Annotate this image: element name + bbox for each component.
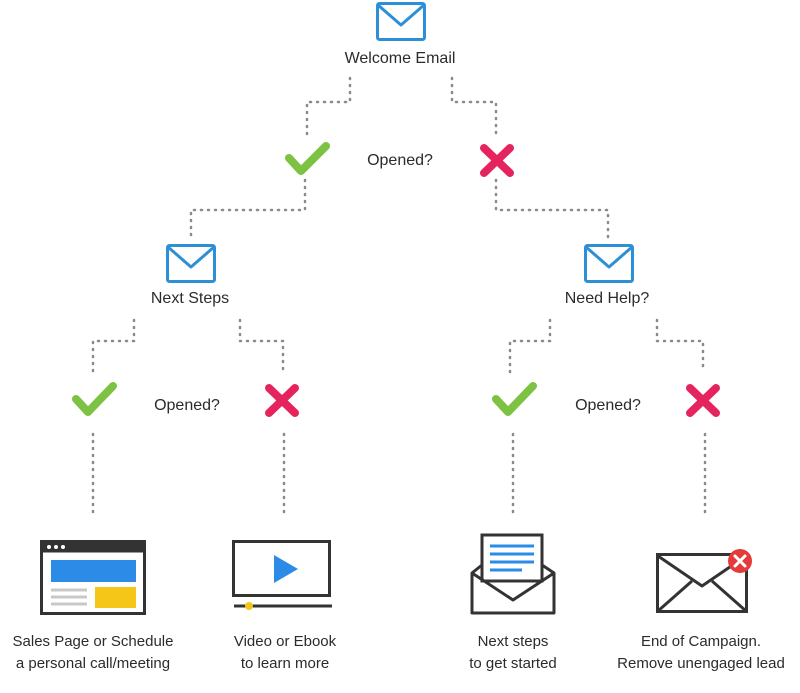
welcome-email-label: Welcome Email — [344, 50, 456, 67]
opened-question-label: Opened? — [575, 397, 641, 414]
open-envelope-letter-icon — [470, 533, 556, 615]
need-help-label: Need Help? — [564, 290, 650, 307]
outcome-line: Video or Ebook — [233, 633, 337, 650]
outcome-caption-end-campaign: End of Campaign. Remove unengaged lead — [602, 631, 800, 675]
cross-icon — [480, 144, 514, 177]
envelope-remove-icon — [656, 549, 752, 613]
cross-icon — [265, 384, 299, 417]
email-icon — [166, 244, 216, 283]
opened-question-label: Opened? — [154, 397, 220, 414]
cross-icon — [686, 384, 720, 417]
next-steps-label: Next Steps — [150, 290, 230, 307]
connector-next-steps-right — [238, 318, 285, 374]
email-icon — [376, 2, 426, 41]
email-icon — [584, 244, 634, 283]
outcome-caption-next-steps: Next steps to get started — [433, 631, 593, 675]
connector-need-help-right — [655, 318, 705, 374]
checkmark-icon — [285, 142, 330, 175]
outcome-caption-sales-page: Sales Page or Schedule a personal call/m… — [0, 631, 186, 675]
outcome-line: Sales Page or Schedule — [12, 633, 174, 650]
video-player-icon — [232, 540, 332, 610]
browser-window-icon — [40, 540, 146, 615]
checkmark-icon — [72, 382, 117, 416]
connector-need-help-left — [508, 318, 552, 374]
outcome-line: to learn more — [240, 655, 330, 672]
dotted-connectors — [91, 76, 707, 514]
opened-question-label: Opened? — [367, 152, 433, 169]
outcome-line: End of Campaign. — [640, 633, 762, 650]
connector-root-left — [305, 76, 352, 137]
outcome-line: Remove unengaged lead — [617, 655, 785, 672]
connector-next-steps-left — [91, 318, 136, 374]
connector-check-to-next-steps — [189, 178, 307, 242]
connector-cross-to-need-help — [494, 178, 610, 242]
checkmark-icon — [492, 382, 537, 416]
connector-root-right — [450, 76, 498, 137]
outcome-line: a personal call/meeting — [15, 655, 171, 672]
outcome-caption-video: Video or Ebook to learn more — [205, 631, 365, 675]
outcome-line: Next steps — [477, 633, 549, 650]
outcome-line: to get started — [469, 655, 557, 672]
